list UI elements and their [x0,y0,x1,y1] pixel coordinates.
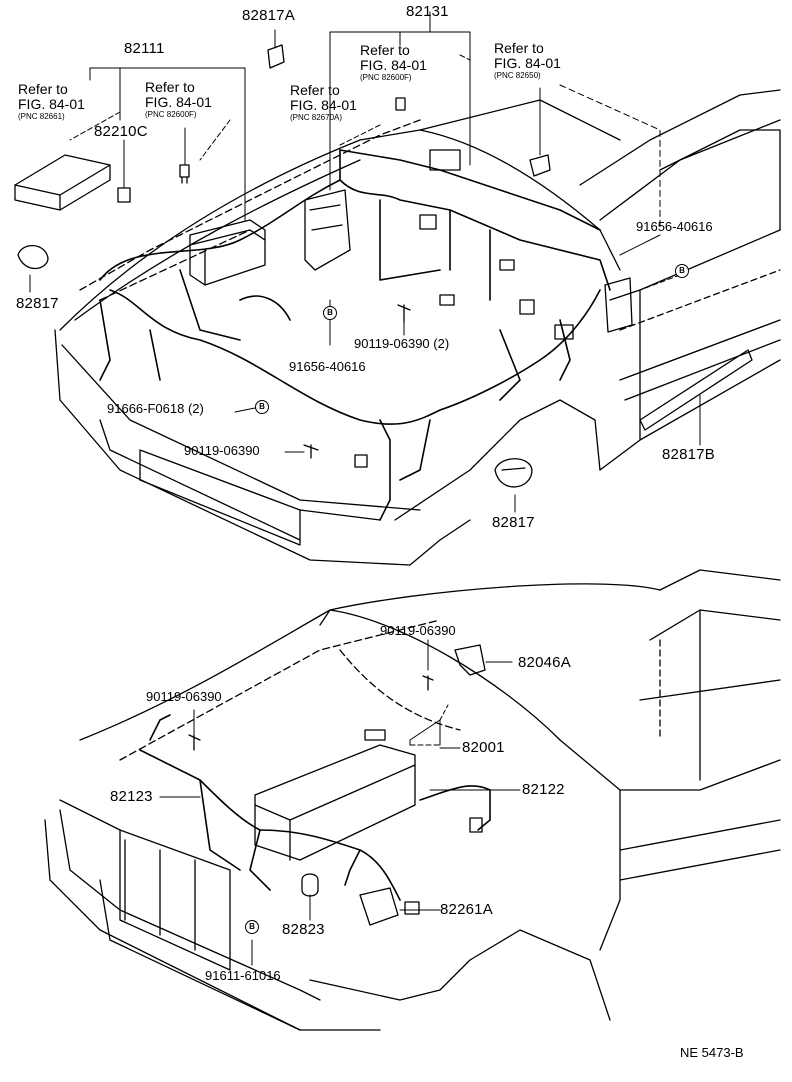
refer-line2: FIG. 84-01 [360,57,427,73]
bolt-marker-b: B [255,400,269,414]
part-82046A-label: 82046A [518,654,571,671]
bolt-marker-b: B [245,920,259,934]
refer-line1: Refer to [360,42,410,58]
part-90119-06390-left-label: 90119-06390 [146,689,222,704]
bolt-marker-b: B [323,306,337,320]
refer-note-82600F-top: Refer to FIG. 84-01 (PNC 82600F) [360,42,427,83]
refer-pnc: (PNC 82670A) [290,113,343,122]
part-91666-F0618-label: 91666-F0618 (2) [107,401,204,416]
refer-line2: FIG. 84-01 [290,97,357,113]
refer-note-82650: Refer to FIG. 84-01 (PNC 82650) [494,40,561,81]
bottom-leader-lines [159,639,521,966]
refer-pnc: (PNC 82661) [18,112,65,121]
refer-line1: Refer to [290,82,340,98]
part-91656-40616-left-label: 91656-40616 [289,359,366,374]
part-82261A-label: 82261A [440,901,493,918]
part-82817-right-label: 82817 [492,514,535,531]
refer-line1: Refer to [18,81,68,97]
diagram-code: NE 5473-B [680,1045,744,1060]
refer-note-82661: Refer to FIG. 84-01 (PNC 82661) [18,81,85,122]
part-82817B-label: 82817B [662,446,715,463]
refer-note-82670A: Refer to FIG. 84-01 (PNC 82670A) [290,82,357,123]
bottom-vehicle-body [44,569,781,1031]
refer-pnc: (PNC 82600F) [360,73,412,82]
bottom-wire-harness [139,714,491,901]
part-90119-06390-top-label: 90119-06390 [380,623,456,638]
part-91656-40616-right-label: 91656-40616 [636,219,713,234]
part-82001-label: 82001 [462,739,505,756]
part-82210C-label: 82210C [94,123,148,140]
refer-pnc: (PNC 82650) [494,71,541,80]
part-82817-left-label: 82817 [16,295,59,312]
part-82817A-label: 82817A [242,7,295,24]
refer-note-82600F-left: Refer to FIG. 84-01 (PNC 82600F) [145,79,212,120]
part-82111-label: 82111 [124,40,165,57]
refer-line2: FIG. 84-01 [18,96,85,112]
part-82131-label: 82131 [406,3,449,20]
top-vehicle-body [54,89,781,566]
top-leader-lines [29,11,701,513]
part-82122-label: 82122 [522,781,565,798]
part-82123-label: 82123 [110,788,153,805]
part-82823-label: 82823 [282,921,325,938]
top-wire-harness [99,149,611,521]
part-90119-06390-label: 90119-06390 [184,443,260,458]
bolt-marker-b: B [675,264,689,278]
part-91611-61016-label: 91611-61016 [205,968,281,983]
refer-line1: Refer to [494,40,544,56]
refer-line2: FIG. 84-01 [145,94,212,110]
refer-pnc: (PNC 82600F) [145,110,197,119]
refer-line1: Refer to [145,79,195,95]
part-90119-06390-2-label: 90119-06390 (2) [354,336,450,351]
refer-line2: FIG. 84-01 [494,55,561,71]
bottom-components [188,644,486,926]
